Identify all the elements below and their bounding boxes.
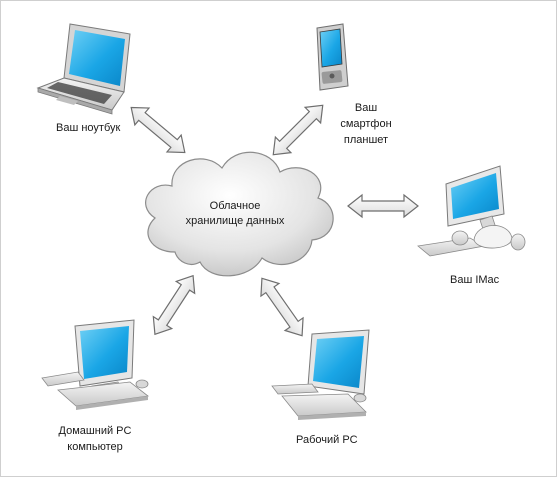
double-arrow-home-pc — [145, 269, 203, 341]
smartphone-icon — [316, 23, 349, 91]
cloud-label-line-1: Облачное — [209, 200, 261, 212]
double-arrow-laptop — [123, 98, 193, 162]
cloud-label-line-2: хранилище данных — [185, 215, 285, 227]
imac-icon — [417, 165, 526, 257]
cloud-storage-label: Облачное хранилище данных — [186, 199, 285, 229]
laptop-label: Ваш ноутбук — [56, 122, 121, 134]
laptop-icon — [36, 23, 131, 115]
cloud-storage-shape — [145, 151, 334, 277]
imac-label: Ваш IMac — [450, 274, 500, 286]
double-arrow-smartphone — [264, 96, 332, 164]
home-pc-label-line-1: Домашний PC — [58, 425, 132, 437]
home-pc-label-line-2: компьютер — [67, 441, 123, 453]
smartphone-label-line-1: Ваш — [354, 102, 378, 114]
smartphone-label-line-2: смартфон — [340, 118, 392, 130]
smartphone-label: Ваш смартфон планшет — [340, 100, 391, 148]
work-pc-label: Рабочий PC — [296, 434, 358, 446]
desktop-computer-icon — [271, 329, 370, 420]
home-pc-label: Домашний PC компьютер — [59, 423, 132, 455]
double-arrow-imac — [347, 194, 419, 218]
desktop-computer-icon — [41, 319, 149, 410]
smartphone-label-line-3: планшет — [343, 134, 389, 146]
double-arrow-work-pc — [252, 271, 312, 343]
